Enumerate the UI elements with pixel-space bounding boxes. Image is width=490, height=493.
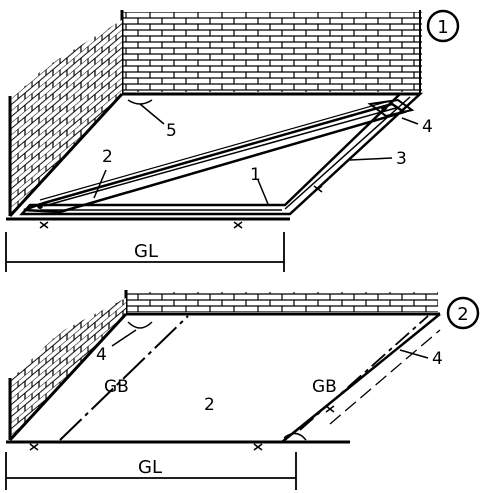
label-4: 4 (422, 117, 433, 137)
label-4-left: 4 (96, 345, 107, 365)
figure-number-badge-2 (446, 296, 480, 330)
figure-number-badge-1 (426, 9, 460, 43)
back-wall-2 (126, 292, 438, 312)
leader-1 (257, 179, 269, 205)
gb-line-left (59, 315, 189, 441)
label-4-right: 4 (432, 349, 443, 369)
figure-1: GL 5 4 3 2 1 1 (5, 9, 460, 272)
back-wall (122, 12, 422, 92)
leader-5 (127, 99, 165, 125)
label-gb-left: GB (104, 377, 129, 397)
leader-3 (349, 157, 393, 161)
figure-number-1: 1 (437, 17, 448, 38)
side-wall-2 (10, 298, 126, 438)
dimension-gl-1 (5, 232, 285, 272)
label-5: 5 (166, 121, 177, 141)
figure-number-2: 2 (457, 304, 468, 325)
label-3: 3 (396, 149, 407, 169)
dimension-label-gl-2: GL (138, 457, 162, 478)
label-area-2: 2 (204, 395, 215, 415)
figure-2: GL 4 4 2 GB GB 2 (5, 290, 480, 490)
side-wall (10, 20, 122, 214)
leader-4 (401, 117, 419, 125)
dimension-gl-2 (5, 452, 297, 490)
leader-2 (93, 169, 107, 199)
label-1: 1 (250, 165, 261, 185)
label-gb-right: GB (312, 377, 337, 397)
dimension-label-gl-1: GL (134, 241, 158, 262)
gb-line-right (299, 315, 429, 431)
label-2: 2 (102, 147, 113, 167)
fixing-plate (367, 98, 415, 118)
